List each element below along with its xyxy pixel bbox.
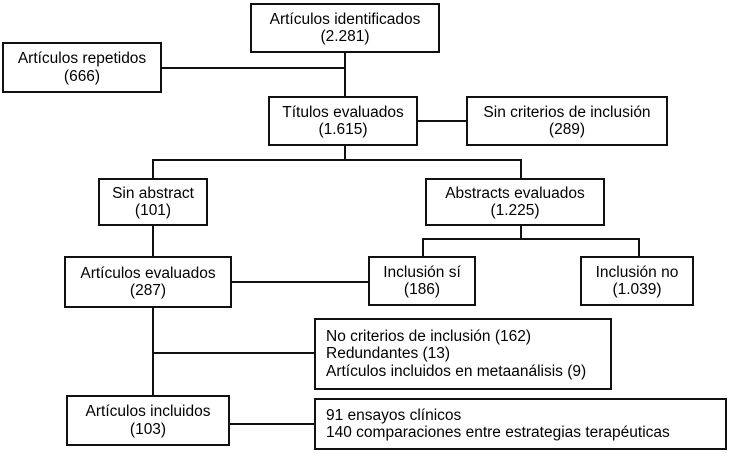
- edge-sinabstract-evaluados: [152, 226, 154, 258]
- edge-drop-sinabstract: [152, 159, 154, 179]
- node-line-1: 91 ensayos clínicos: [326, 406, 462, 424]
- node-sin-criterios-de-inclusion[interactable]: Sin criterios de inclusión (289): [466, 96, 668, 146]
- node-line-2: (186): [403, 281, 441, 298]
- node-line-1: Sin criterios de inclusión: [483, 103, 651, 121]
- node-line-1: Inclusión no: [595, 263, 679, 281]
- node-line-2: Redundantes (13): [326, 345, 451, 363]
- node-line-1: Sin abstract: [112, 184, 194, 202]
- edge-evaluados-trunk: [152, 308, 154, 395]
- edge-incluidos-resultados: [230, 423, 314, 425]
- node-articulos-identificados[interactable]: Artículos identificados (2.281): [250, 3, 440, 53]
- node-exclusiones-detalle[interactable]: No criterios de inclusión (162) Redundan…: [314, 318, 612, 390]
- node-line-3: Artículos incluidos en metaanálisis (9): [326, 362, 587, 380]
- node-articulos-repetidos[interactable]: Artículos repetidos (666): [2, 42, 162, 93]
- node-line-1: Títulos evaluados: [282, 103, 404, 121]
- node-titulos-evaluados[interactable]: Títulos evaluados (1.615): [268, 96, 418, 146]
- edge-abstracts-down: [520, 226, 522, 240]
- edge-drop-abstracts: [520, 159, 522, 179]
- node-line-1: Abstracts evaluados: [445, 184, 585, 202]
- node-line-1: Artículos repetidos: [17, 50, 147, 68]
- node-abstracts-evaluados[interactable]: Abstracts evaluados (1.225): [425, 178, 605, 226]
- edge-titulos-sincriterios: [418, 120, 466, 122]
- node-line-2: (1.039): [612, 281, 662, 298]
- node-line-1: Artículos incluidos: [85, 403, 211, 421]
- edge-split-row4: [422, 238, 640, 240]
- node-inclusion-si[interactable]: Inclusión sí (186): [368, 256, 476, 306]
- node-line-2: (1.225): [490, 202, 540, 219]
- node-line-2: (1.615): [318, 121, 368, 138]
- edge-titulos-down: [344, 146, 346, 161]
- edge-trunk-exclusiones: [152, 352, 314, 354]
- node-line-1: Artículos identificados: [269, 10, 421, 28]
- node-line-2: (287): [129, 282, 167, 299]
- edge-repetidos-trunk: [162, 67, 346, 69]
- node-resultados-finales[interactable]: 91 ensayos clínicos 140 comparaciones en…: [314, 398, 727, 450]
- edge-identificados-trunk: [344, 53, 346, 96]
- node-line-1: Artículos evaluados: [80, 264, 216, 282]
- edge-drop-inclusionsi: [422, 238, 424, 258]
- edge-drop-inclusionno: [638, 238, 640, 258]
- node-line-2: (289): [548, 121, 586, 138]
- node-line-1: No criterios de inclusión (162): [326, 327, 532, 345]
- node-line-2: (103): [129, 420, 167, 438]
- edge-split-row3: [152, 159, 522, 161]
- node-articulos-incluidos[interactable]: Artículos incluidos (103): [66, 395, 230, 446]
- node-articulos-evaluados[interactable]: Artículos evaluados (287): [64, 256, 232, 308]
- node-inclusion-no[interactable]: Inclusión no (1.039): [580, 256, 694, 306]
- node-sin-abstract[interactable]: Sin abstract (101): [98, 178, 208, 226]
- node-line-1: Inclusión sí: [383, 263, 461, 281]
- edge-evaluados-inclusionsi: [232, 281, 370, 283]
- node-line-2: 140 comparaciones entre estrategias tera…: [326, 424, 670, 441]
- node-line-2: (666): [63, 67, 101, 85]
- node-line-2: (101): [134, 202, 172, 219]
- node-line-2: (2.281): [320, 28, 370, 45]
